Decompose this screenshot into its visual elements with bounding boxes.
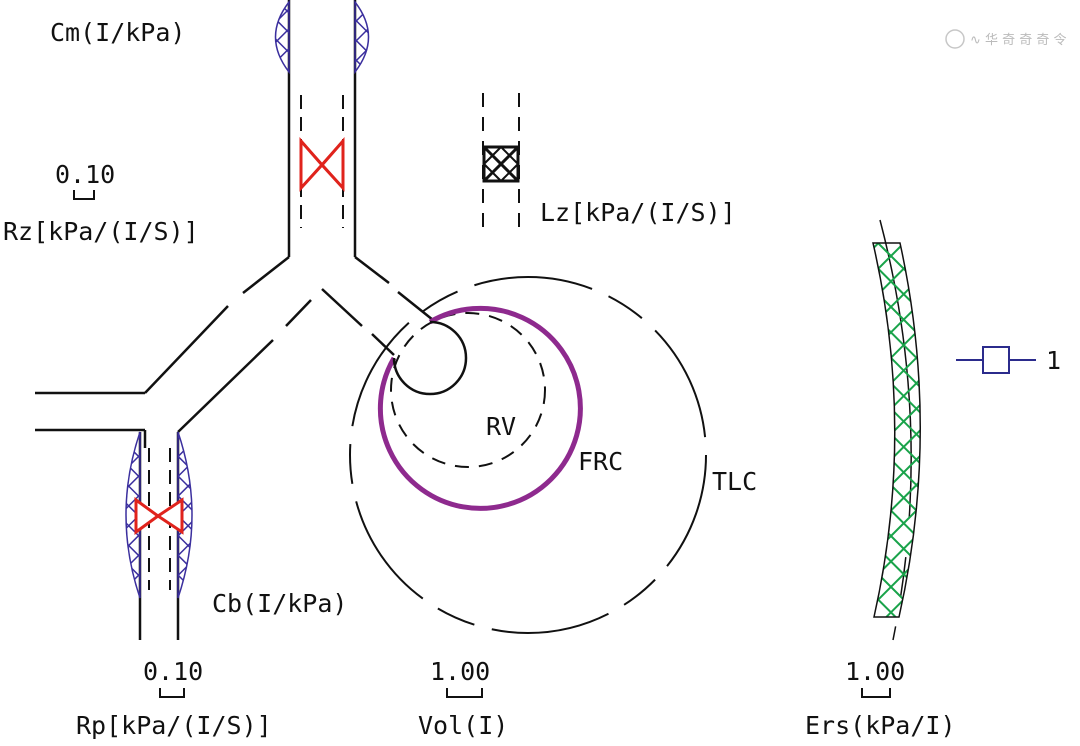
lung-volume bbox=[349, 276, 707, 634]
ers-scale-bar bbox=[861, 688, 891, 698]
rp-scale-value: 0.10 bbox=[143, 657, 203, 686]
ers-chest-wall bbox=[872, 219, 921, 641]
rp-resistance-bowtie bbox=[134, 497, 184, 535]
alveolar-duct bbox=[392, 320, 468, 396]
tlc-circle bbox=[349, 276, 707, 634]
watermark-text: ∿ 华 奇 奇 奇 令 bbox=[970, 32, 1067, 48]
cb-label: Cb(I/kPa) bbox=[212, 589, 347, 618]
frc-label: FRC bbox=[578, 447, 623, 476]
rv-label: RV bbox=[486, 412, 516, 441]
legend-marker bbox=[982, 346, 1010, 374]
tlc-label: TLC bbox=[712, 467, 757, 496]
lz-label: Lz[kPa/(I/S)] bbox=[540, 198, 736, 227]
ers-elastance-band bbox=[872, 242, 921, 618]
cm-capacitance-right bbox=[354, 0, 370, 75]
cb-capacitance-right bbox=[177, 431, 193, 599]
legend-label: 1 bbox=[1046, 346, 1061, 375]
rz-scale-bar bbox=[73, 190, 95, 200]
bronchus-lower bbox=[138, 432, 180, 640]
ers-scale-value: 1.00 bbox=[845, 657, 905, 686]
cb-capacitance-left bbox=[125, 431, 141, 599]
ers-label: Ers(kPa/I) bbox=[805, 711, 956, 740]
cm-label: Cm(I/kPa) bbox=[50, 18, 185, 47]
lz-inertance-box bbox=[482, 145, 520, 183]
vol-scale-value: 1.00 bbox=[430, 657, 490, 686]
vol-label: Vol(I) bbox=[418, 711, 508, 740]
legend: 1 bbox=[956, 346, 1061, 375]
watermark: ∿ 华 奇 奇 奇 令 bbox=[945, 29, 1067, 49]
vol-scale-bar bbox=[446, 688, 483, 698]
cm-capacitance-left bbox=[274, 0, 290, 75]
rv-circle bbox=[390, 312, 546, 468]
rz-label: Rz[kPa/(I/S)] bbox=[3, 217, 199, 246]
airway-branches bbox=[35, 256, 434, 448]
rp-scale-bar bbox=[159, 688, 185, 698]
rp-label: Rp[kPa/(I/S)] bbox=[76, 711, 272, 740]
rz-resistance-bowtie bbox=[299, 137, 345, 192]
frc-circle bbox=[377, 305, 583, 511]
rz-scale-value: 0.10 bbox=[55, 160, 115, 189]
trachea-upper bbox=[287, 0, 357, 257]
